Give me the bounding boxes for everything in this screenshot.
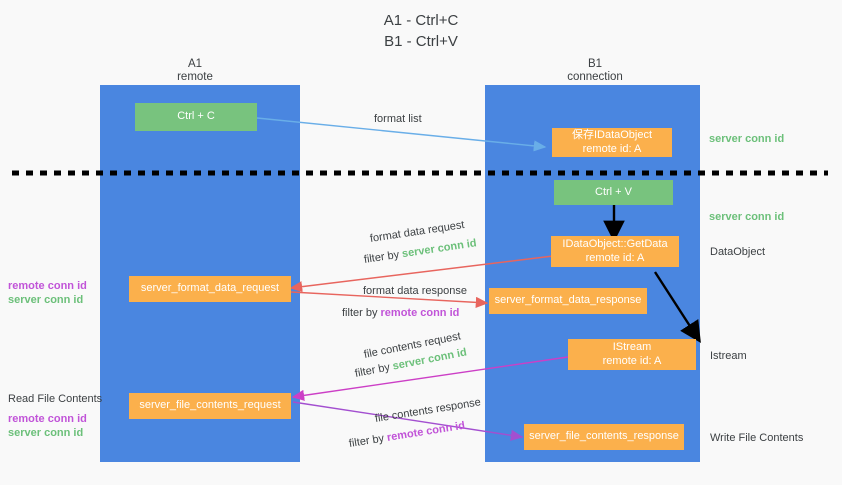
- box-server-format-data-request[interactable]: server_format_data_request: [129, 276, 291, 302]
- box-server-format-data-request-label: server_format_data_request: [140, 282, 280, 295]
- left-label-server-conn-id-1: server conn id: [8, 294, 84, 306]
- right-label-server-conn-id-mid: server conn id: [709, 211, 785, 223]
- filter-prefix: filter by: [348, 432, 388, 450]
- right-label-istream: Istream: [710, 350, 747, 362]
- page-title: A1 - Ctrl+C B1 - Ctrl+V: [0, 10, 842, 52]
- filter-prefix: filter by: [342, 307, 381, 319]
- right-label-server-conn-id-top: server conn id: [709, 133, 785, 145]
- filter-prefix: filter by: [363, 248, 403, 266]
- edge-label-file-contents-response: file contents response: [374, 396, 482, 425]
- edge-label-format-data-response: format data response: [363, 285, 467, 297]
- column-a1-name: A1: [187, 58, 203, 70]
- box-getdata-line1: IDataObject::GetData: [562, 238, 668, 250]
- box-ctrl-c-label: Ctrl + C: [177, 110, 215, 123]
- box-server-file-contents-response-label: server_file_contents_response: [529, 430, 679, 443]
- left-label-remote-conn-id-1: remote conn id: [8, 280, 87, 292]
- box-ctrl-v[interactable]: Ctrl + V: [554, 180, 673, 205]
- column-a1-sub: remote: [177, 71, 213, 83]
- filter-key-remote-conn-id: remote conn id: [386, 419, 466, 444]
- box-idataobject-line2: remote id: A: [582, 142, 642, 155]
- box-server-file-contents-request-label: server_file_contents_request: [139, 399, 281, 412]
- left-label-read-file-contents: Read File Contents: [8, 393, 103, 405]
- box-idataobject-line1: 保存IDataObject: [571, 129, 653, 141]
- box-idataobject[interactable]: 保存IDataObject remote id: A: [552, 128, 672, 157]
- column-b1-name: B1: [587, 58, 603, 70]
- box-server-format-data-response[interactable]: server_format_data_response: [489, 288, 647, 314]
- box-istream-line2: remote id: A: [602, 354, 662, 367]
- title-line-2: B1 - Ctrl+V: [384, 33, 458, 50]
- edge-label-format-list: format list: [374, 113, 422, 125]
- filter-key-server-conn-id: server conn id: [401, 237, 478, 261]
- box-getdata[interactable]: IDataObject::GetData remote id: A: [551, 236, 679, 267]
- right-label-dataobject: DataObject: [710, 246, 766, 258]
- edge-label-file-contents-response-filter: filter by remote conn id: [348, 419, 466, 451]
- edge-label-format-data-response-filter: filter by remote conn id: [342, 306, 459, 320]
- filter-key-remote-conn-id: remote conn id: [380, 307, 460, 319]
- left-label-server-conn-id-2: server conn id: [8, 427, 84, 439]
- left-label-remote-conn-id-2: remote conn id: [8, 413, 87, 425]
- box-ctrl-v-label: Ctrl + V: [595, 185, 632, 198]
- title-line-1: A1 - Ctrl+C: [383, 12, 459, 29]
- box-server-file-contents-request[interactable]: server_file_contents_request: [129, 393, 291, 419]
- box-server-format-data-response-label: server_format_data_response: [494, 294, 642, 307]
- box-ctrl-c[interactable]: Ctrl + C: [135, 103, 257, 131]
- box-istream[interactable]: IStream remote id: A: [568, 339, 696, 370]
- box-getdata-line2: remote id: A: [585, 251, 645, 264]
- column-header-b1: B1 connection: [545, 58, 645, 84]
- column-header-a1: A1 remote: [145, 58, 245, 84]
- box-server-file-contents-response[interactable]: server_file_contents_response: [524, 424, 684, 450]
- right-label-write-file-contents: Write File Contents: [710, 432, 804, 444]
- filter-prefix: filter by: [353, 360, 394, 380]
- column-b1-sub: connection: [567, 71, 623, 83]
- box-istream-line1: IStream: [612, 341, 652, 353]
